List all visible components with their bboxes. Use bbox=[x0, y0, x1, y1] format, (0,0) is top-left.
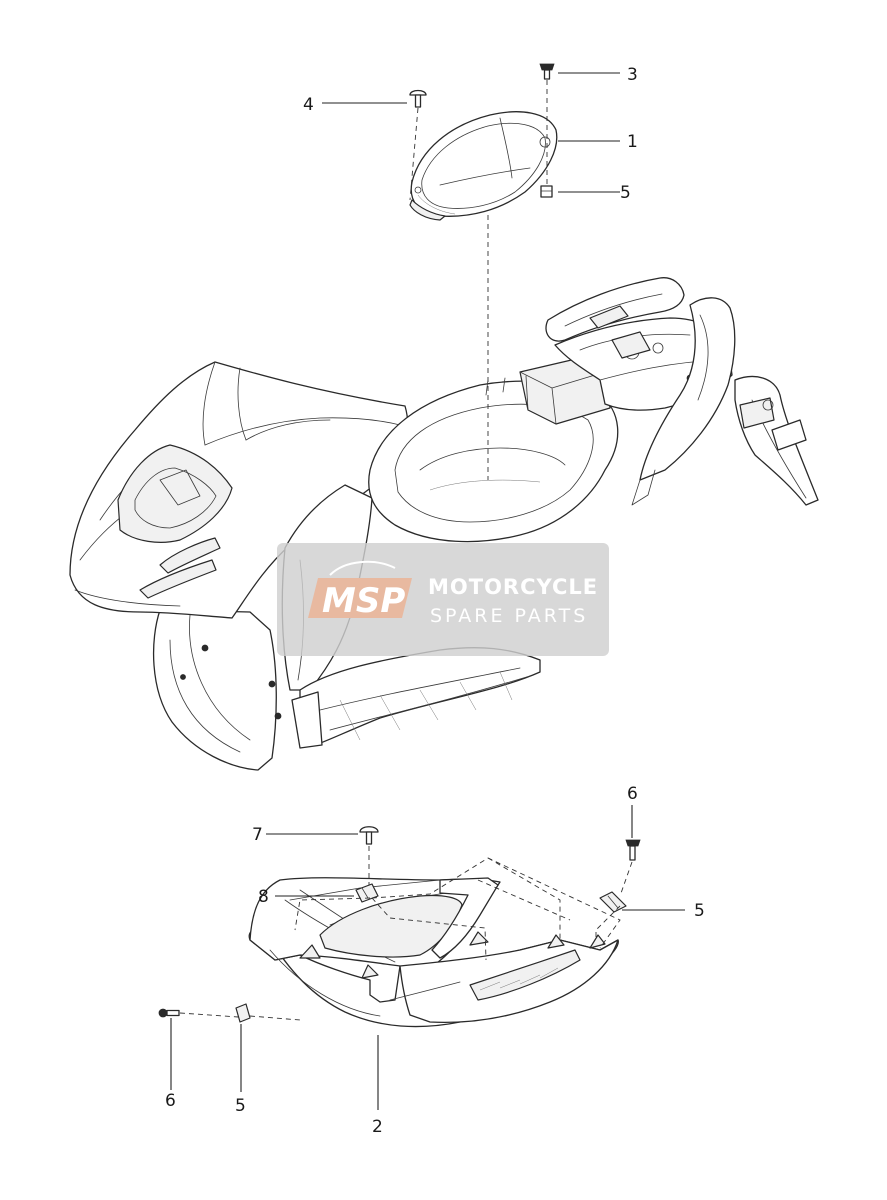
watermark-logo-text: MSP bbox=[322, 581, 405, 621]
belly-panel-rear-bracket bbox=[431, 877, 499, 959]
callout-5-left: 5 bbox=[235, 1096, 246, 1116]
callout-leaders bbox=[170, 72, 685, 1110]
screw-6-right bbox=[619, 839, 641, 897]
watermark-panel bbox=[277, 543, 609, 656]
callout-4: 4 bbox=[303, 95, 314, 115]
front-mudguard bbox=[152, 609, 277, 771]
tail-light bbox=[771, 419, 807, 451]
watermark-logo-mark bbox=[308, 578, 412, 618]
front-vent-upper bbox=[159, 537, 221, 574]
callout-8: 8 bbox=[258, 887, 269, 907]
floor-footrest bbox=[291, 691, 323, 749]
clip-nut-5-left bbox=[235, 1003, 301, 1023]
scooter-frame-assembly bbox=[69, 215, 819, 771]
headlight bbox=[117, 444, 233, 543]
clip-nut-5-top bbox=[540, 185, 553, 198]
screw-6-left bbox=[158, 1008, 239, 1018]
part-seat bbox=[409, 111, 558, 221]
watermark: MSP MOTORCYCLE SPARE PARTS bbox=[277, 543, 609, 656]
assembly-guides bbox=[294, 857, 621, 961]
clip-nut-8 bbox=[355, 883, 379, 903]
callout-6-right: 6 bbox=[627, 784, 638, 804]
callout-1: 1 bbox=[627, 132, 638, 152]
callout-7: 7 bbox=[252, 825, 263, 845]
callout-5-top: 5 bbox=[620, 183, 631, 203]
watermark-line-1: MOTORCYCLE bbox=[428, 575, 598, 599]
rivet-4 bbox=[409, 89, 427, 201]
callout-5-right: 5 bbox=[694, 901, 705, 921]
part-lower-belly-panel bbox=[248, 877, 619, 1028]
callout-6-left: 6 bbox=[165, 1091, 176, 1111]
callout-3: 3 bbox=[627, 65, 638, 85]
callout-numbers: 1 2 3 4 5 5 5 6 6 7 8 bbox=[165, 65, 705, 1137]
tail-cowl bbox=[639, 297, 736, 481]
front-vent-lower bbox=[139, 559, 217, 599]
rivet-7 bbox=[359, 826, 379, 885]
frame-bracket bbox=[611, 331, 651, 359]
clip-nut-5-right bbox=[599, 891, 627, 913]
belly-panel-opening bbox=[319, 894, 463, 958]
screw-3 bbox=[539, 63, 555, 186]
callout-2: 2 bbox=[372, 1117, 383, 1137]
watermark-line-2: SPARE PARTS bbox=[430, 605, 588, 627]
floorboard bbox=[299, 647, 541, 746]
